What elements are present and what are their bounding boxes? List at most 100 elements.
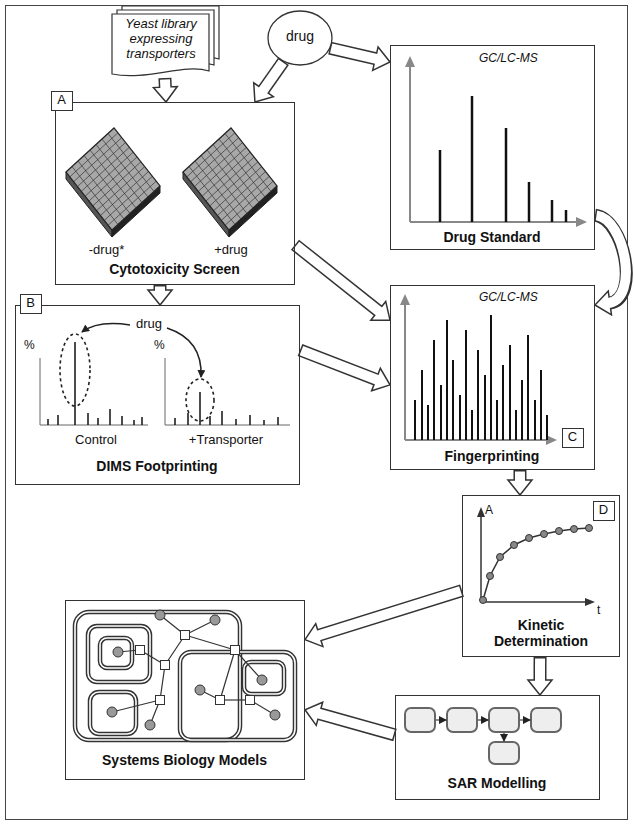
text-slot: Cytotoxicity Screen xyxy=(56,261,293,277)
spectrum-peak xyxy=(452,360,454,440)
text-slot: Fingerprinting xyxy=(391,448,593,464)
compartment xyxy=(75,612,240,740)
dims-spectra xyxy=(40,324,290,425)
sar-flow xyxy=(405,708,561,764)
dashed-ellipse xyxy=(186,379,214,421)
plate-grid xyxy=(96,145,142,203)
compartment xyxy=(180,652,295,740)
spectrum-peak xyxy=(133,420,135,425)
compartment xyxy=(180,652,295,740)
spectrum-peak xyxy=(74,342,76,425)
text-slot: drug xyxy=(124,317,174,332)
model-box: SAR Modelling xyxy=(395,695,600,800)
network-link xyxy=(185,635,235,650)
text-slot: % xyxy=(24,339,40,353)
text-slot: DIMS Footprinting xyxy=(16,458,298,474)
block-arrow xyxy=(595,215,626,315)
network-reaction xyxy=(156,696,165,705)
plate-grid xyxy=(78,161,124,219)
arrow-shaft-fill xyxy=(515,472,525,483)
data-point xyxy=(480,597,487,604)
arrow-shaft-fill xyxy=(301,351,377,381)
spectrum-peak xyxy=(471,96,474,222)
network-reaction xyxy=(231,646,240,655)
sar-link xyxy=(520,719,530,721)
spectrum-peak xyxy=(484,375,486,440)
block-arrow xyxy=(300,350,390,391)
kinetic-line xyxy=(483,528,589,600)
block-arrow xyxy=(153,78,177,102)
spectrum-peak xyxy=(187,413,189,425)
sar-step xyxy=(489,742,519,764)
screen-box: -drug*+drugCytotoxicity ScreenA xyxy=(55,102,295,285)
leader-arrow xyxy=(82,324,130,332)
text-slot: GC/LC-MS xyxy=(479,291,589,305)
box-label: t xyxy=(597,604,609,618)
spectrum-peak xyxy=(109,409,111,425)
plate-grid xyxy=(225,134,271,192)
spectrum-peak xyxy=(509,345,511,440)
panel-letter-text: A xyxy=(52,93,71,108)
arrow-shaft-fill xyxy=(535,659,545,683)
box-label: GC/LC-MS xyxy=(479,52,589,66)
axis-head xyxy=(585,598,595,606)
spectrum-peak xyxy=(209,416,211,425)
text-slot: GC/LC-MS xyxy=(479,52,589,66)
box-label: Yeast library expressing transporters xyxy=(116,17,206,62)
data-point xyxy=(556,528,563,535)
microplate xyxy=(66,128,160,237)
plate-grid xyxy=(219,139,265,197)
data-point xyxy=(497,554,504,561)
arrow-shaft-fill xyxy=(296,246,380,312)
spectrum-peak xyxy=(540,370,542,440)
plate-grid xyxy=(102,139,148,197)
fingerprint-peaks xyxy=(415,315,547,440)
plate-grid xyxy=(189,167,235,225)
axis-head xyxy=(400,294,410,305)
spectrum-peak xyxy=(221,411,223,425)
network-reaction xyxy=(216,696,225,705)
spectrum-peak xyxy=(551,200,554,222)
spectrum-peak xyxy=(477,350,479,440)
network-node xyxy=(145,720,155,730)
block-arrow xyxy=(295,245,390,320)
plate-grid xyxy=(90,150,136,208)
network-node xyxy=(155,610,165,620)
panel-letter-text: D xyxy=(594,503,613,518)
document-stack: Yeast library expressing transporters xyxy=(112,6,220,78)
kinetic-curve xyxy=(480,525,593,604)
text-slot: Systems Biology Models xyxy=(66,752,303,768)
text-slot: +Transporter xyxy=(166,433,286,448)
spectrum-peak xyxy=(505,128,508,222)
sar-step xyxy=(531,708,561,732)
spectrum-peak xyxy=(141,417,143,425)
panel-letter: B xyxy=(20,294,42,314)
model-box: Systems Biology Models xyxy=(65,600,305,780)
spectrum-axis xyxy=(40,425,148,426)
text-slot: D xyxy=(594,503,613,518)
box-label: drug xyxy=(267,28,333,44)
spectrum-peak xyxy=(439,150,442,222)
spectrum-peak xyxy=(546,415,548,440)
plate-grid xyxy=(207,150,253,208)
spectrum-peak xyxy=(121,416,123,425)
spectrum-peak xyxy=(47,419,49,425)
text-slot: % xyxy=(154,339,170,353)
compartment xyxy=(90,692,136,734)
spectrum-box: GC/LC-MSDrug Standard xyxy=(390,45,595,250)
network-link xyxy=(220,650,235,700)
spectrum-peak xyxy=(521,380,523,440)
arrow-shaft-fill xyxy=(318,713,394,734)
text-slot: -drug* xyxy=(59,243,154,258)
box-title: Cytotoxicity Screen xyxy=(56,261,293,277)
arrow-shaft-fill xyxy=(331,48,377,59)
chart-axis xyxy=(480,515,482,602)
spectrum-peak xyxy=(249,415,251,425)
arrow-head xyxy=(508,480,532,495)
network-reaction xyxy=(246,696,255,705)
data-point xyxy=(511,542,518,549)
box-label: -drug* xyxy=(59,243,154,258)
box-title: DIMS Footprinting xyxy=(16,458,298,474)
plate-grid xyxy=(84,156,130,214)
